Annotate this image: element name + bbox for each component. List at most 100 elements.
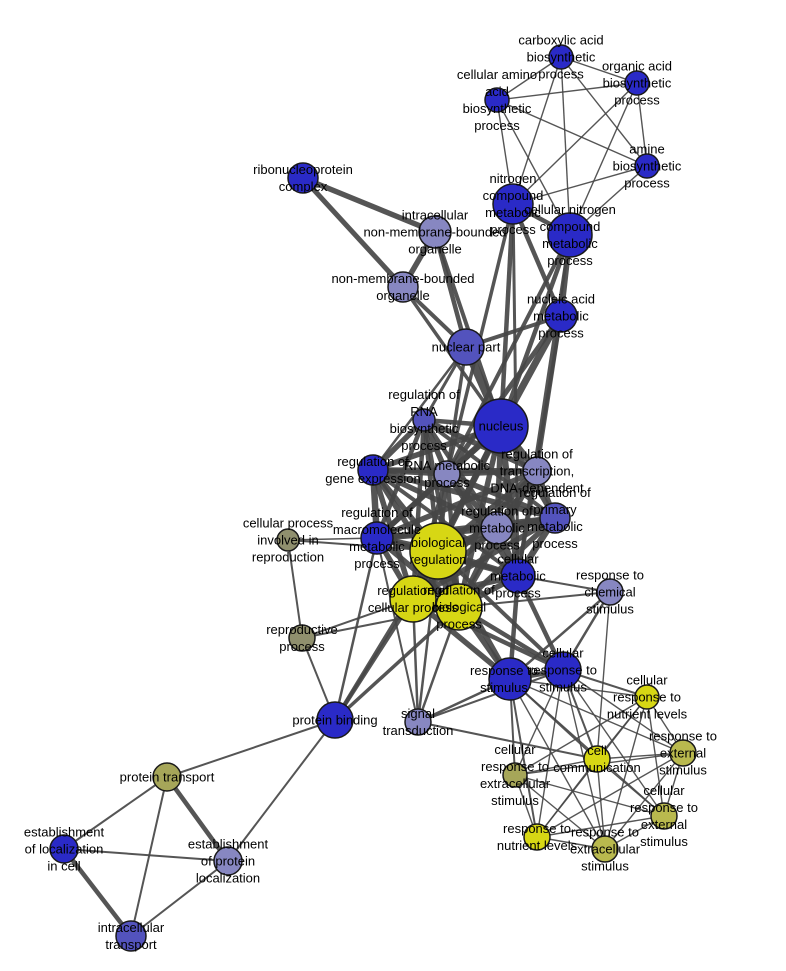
node-repro-process[interactable] (288, 624, 316, 652)
edge-resp-stimulus--cell-resp-nutrient (509, 678, 648, 698)
edge-nucleic-acid-mp--rna-mp (444, 314, 564, 476)
edge-cell-resp-external--resp-nutrient (536, 815, 665, 838)
edge-resp-stimulus--resp-external (509, 678, 684, 754)
node-rnp-complex[interactable] (287, 162, 319, 194)
node-resp-extracell[interactable] (591, 835, 619, 863)
node-cell-communication[interactable] (583, 745, 611, 773)
node-cell-resp-extracell[interactable] (502, 762, 528, 788)
edge-est-localization-cell--intracell-transport (62, 847, 133, 938)
edge-protein-transport--intracell-transport (130, 776, 168, 937)
edge-cell-communication--cell-resp-extracell (514, 758, 598, 776)
edge-est-protein-localization--protein-binding (227, 719, 336, 862)
node-intracell-transport[interactable] (115, 920, 147, 952)
node-cell-resp-external[interactable] (650, 802, 678, 830)
edge-org-acid-bp--cell-amino-acid-bp (496, 82, 638, 101)
node-reg-gene-expr[interactable] (357, 454, 389, 486)
node-rna-mp[interactable] (433, 460, 461, 488)
node-nitrogen-mp[interactable] (492, 183, 534, 225)
node-cell-resp-nutrient[interactable] (634, 684, 660, 710)
edge-cell-nitrogen-mp--rna-mp (445, 234, 572, 475)
edge-resp-external--resp-nutrient (536, 752, 684, 838)
node-protein-binding[interactable] (316, 701, 354, 739)
label-nuclear-part: nuclear part (432, 340, 501, 355)
node-nuclear-part[interactable] (447, 328, 485, 366)
node-reg-macromol-mp[interactable] (360, 521, 394, 555)
node-nmb-organelle[interactable] (387, 271, 419, 303)
edge-cell-resp-nutrient--resp-extracell (604, 696, 648, 850)
edge-resp-chemical--cell-communication (596, 591, 611, 760)
edge-reg-rna-bp--reg-transcription (422, 417, 539, 474)
node-amine-bp[interactable] (634, 153, 660, 179)
node-cell-resp-stimulus[interactable] (544, 651, 582, 689)
edge-reg-gene-expr--reg-mp (371, 467, 499, 531)
node-reg-rna-bp[interactable] (412, 408, 436, 432)
edge-reg-gene-expr--reg-primary-mp (372, 467, 556, 521)
node-resp-stimulus[interactable] (488, 657, 532, 701)
node-resp-external[interactable] (669, 739, 697, 767)
edge-resp-chemical--reg-bio-process (458, 591, 611, 608)
node-cell-nitrogen-mp[interactable] (547, 212, 593, 258)
node-est-localization-cell[interactable] (49, 834, 79, 864)
label-protein-binding: protein binding (292, 713, 377, 728)
node-intracell-nmb-organelle[interactable] (418, 215, 452, 249)
node-cell-mp[interactable] (500, 558, 536, 594)
node-reg-primary-mp[interactable] (539, 502, 571, 534)
edge-carb-acid-bp--amine-bp (560, 56, 648, 167)
node-nucleic-acid-mp[interactable] (544, 299, 578, 333)
edge-cell-resp-stimulus--cell-resp-extracell (514, 669, 564, 776)
node-reg-bio-process[interactable] (435, 583, 483, 631)
edge-cell-process-repro--repro-process (287, 539, 303, 639)
edge-signal-transduction--reg-macromol-mp (376, 537, 419, 723)
node-signal-transduction[interactable] (404, 708, 432, 736)
edge-cell-amino-acid-bp--amine-bp (496, 99, 648, 167)
node-org-acid-bp[interactable] (624, 70, 650, 96)
node-est-protein-localization[interactable] (213, 846, 243, 876)
node-cell-amino-acid-bp[interactable] (484, 87, 510, 113)
edge-cell-communication--resp-nutrient (536, 758, 598, 838)
edge-protein-transport--protein-binding (166, 719, 336, 778)
node-resp-nutrient[interactable] (523, 823, 551, 851)
node-nucleus[interactable] (473, 398, 529, 454)
node-cell-process-repro[interactable] (276, 528, 300, 552)
node-carb-acid-bp[interactable] (548, 44, 574, 70)
edge-resp-stimulus--cell-resp-external (509, 678, 665, 817)
node-protein-transport[interactable] (152, 762, 182, 792)
edge-rnp-complex--intracell-nmb-organelle (301, 175, 437, 235)
edge-nitrogen-mp--nucleus (498, 203, 516, 427)
node-reg-transcription[interactable] (522, 456, 552, 486)
edge-cell-resp-extracell--cell-resp-external (514, 774, 665, 817)
edge-protein-transport--est-localization-cell (63, 776, 168, 850)
node-reg-mp[interactable] (480, 511, 514, 545)
node-bio-regulation[interactable] (409, 522, 467, 580)
node-reg-cell-process[interactable] (389, 575, 437, 623)
node-resp-chemical[interactable] (596, 578, 624, 606)
edge-rnp-complex--nmb-organelle (301, 176, 405, 289)
edge-reg-transcription--reg-macromol-mp (375, 468, 539, 541)
edge-carb-acid-bp--cell-amino-acid-bp (496, 56, 562, 101)
edge-resp-external--cell-communication (596, 752, 684, 760)
edge-amine-bp--nitrogen-mp (512, 165, 648, 205)
